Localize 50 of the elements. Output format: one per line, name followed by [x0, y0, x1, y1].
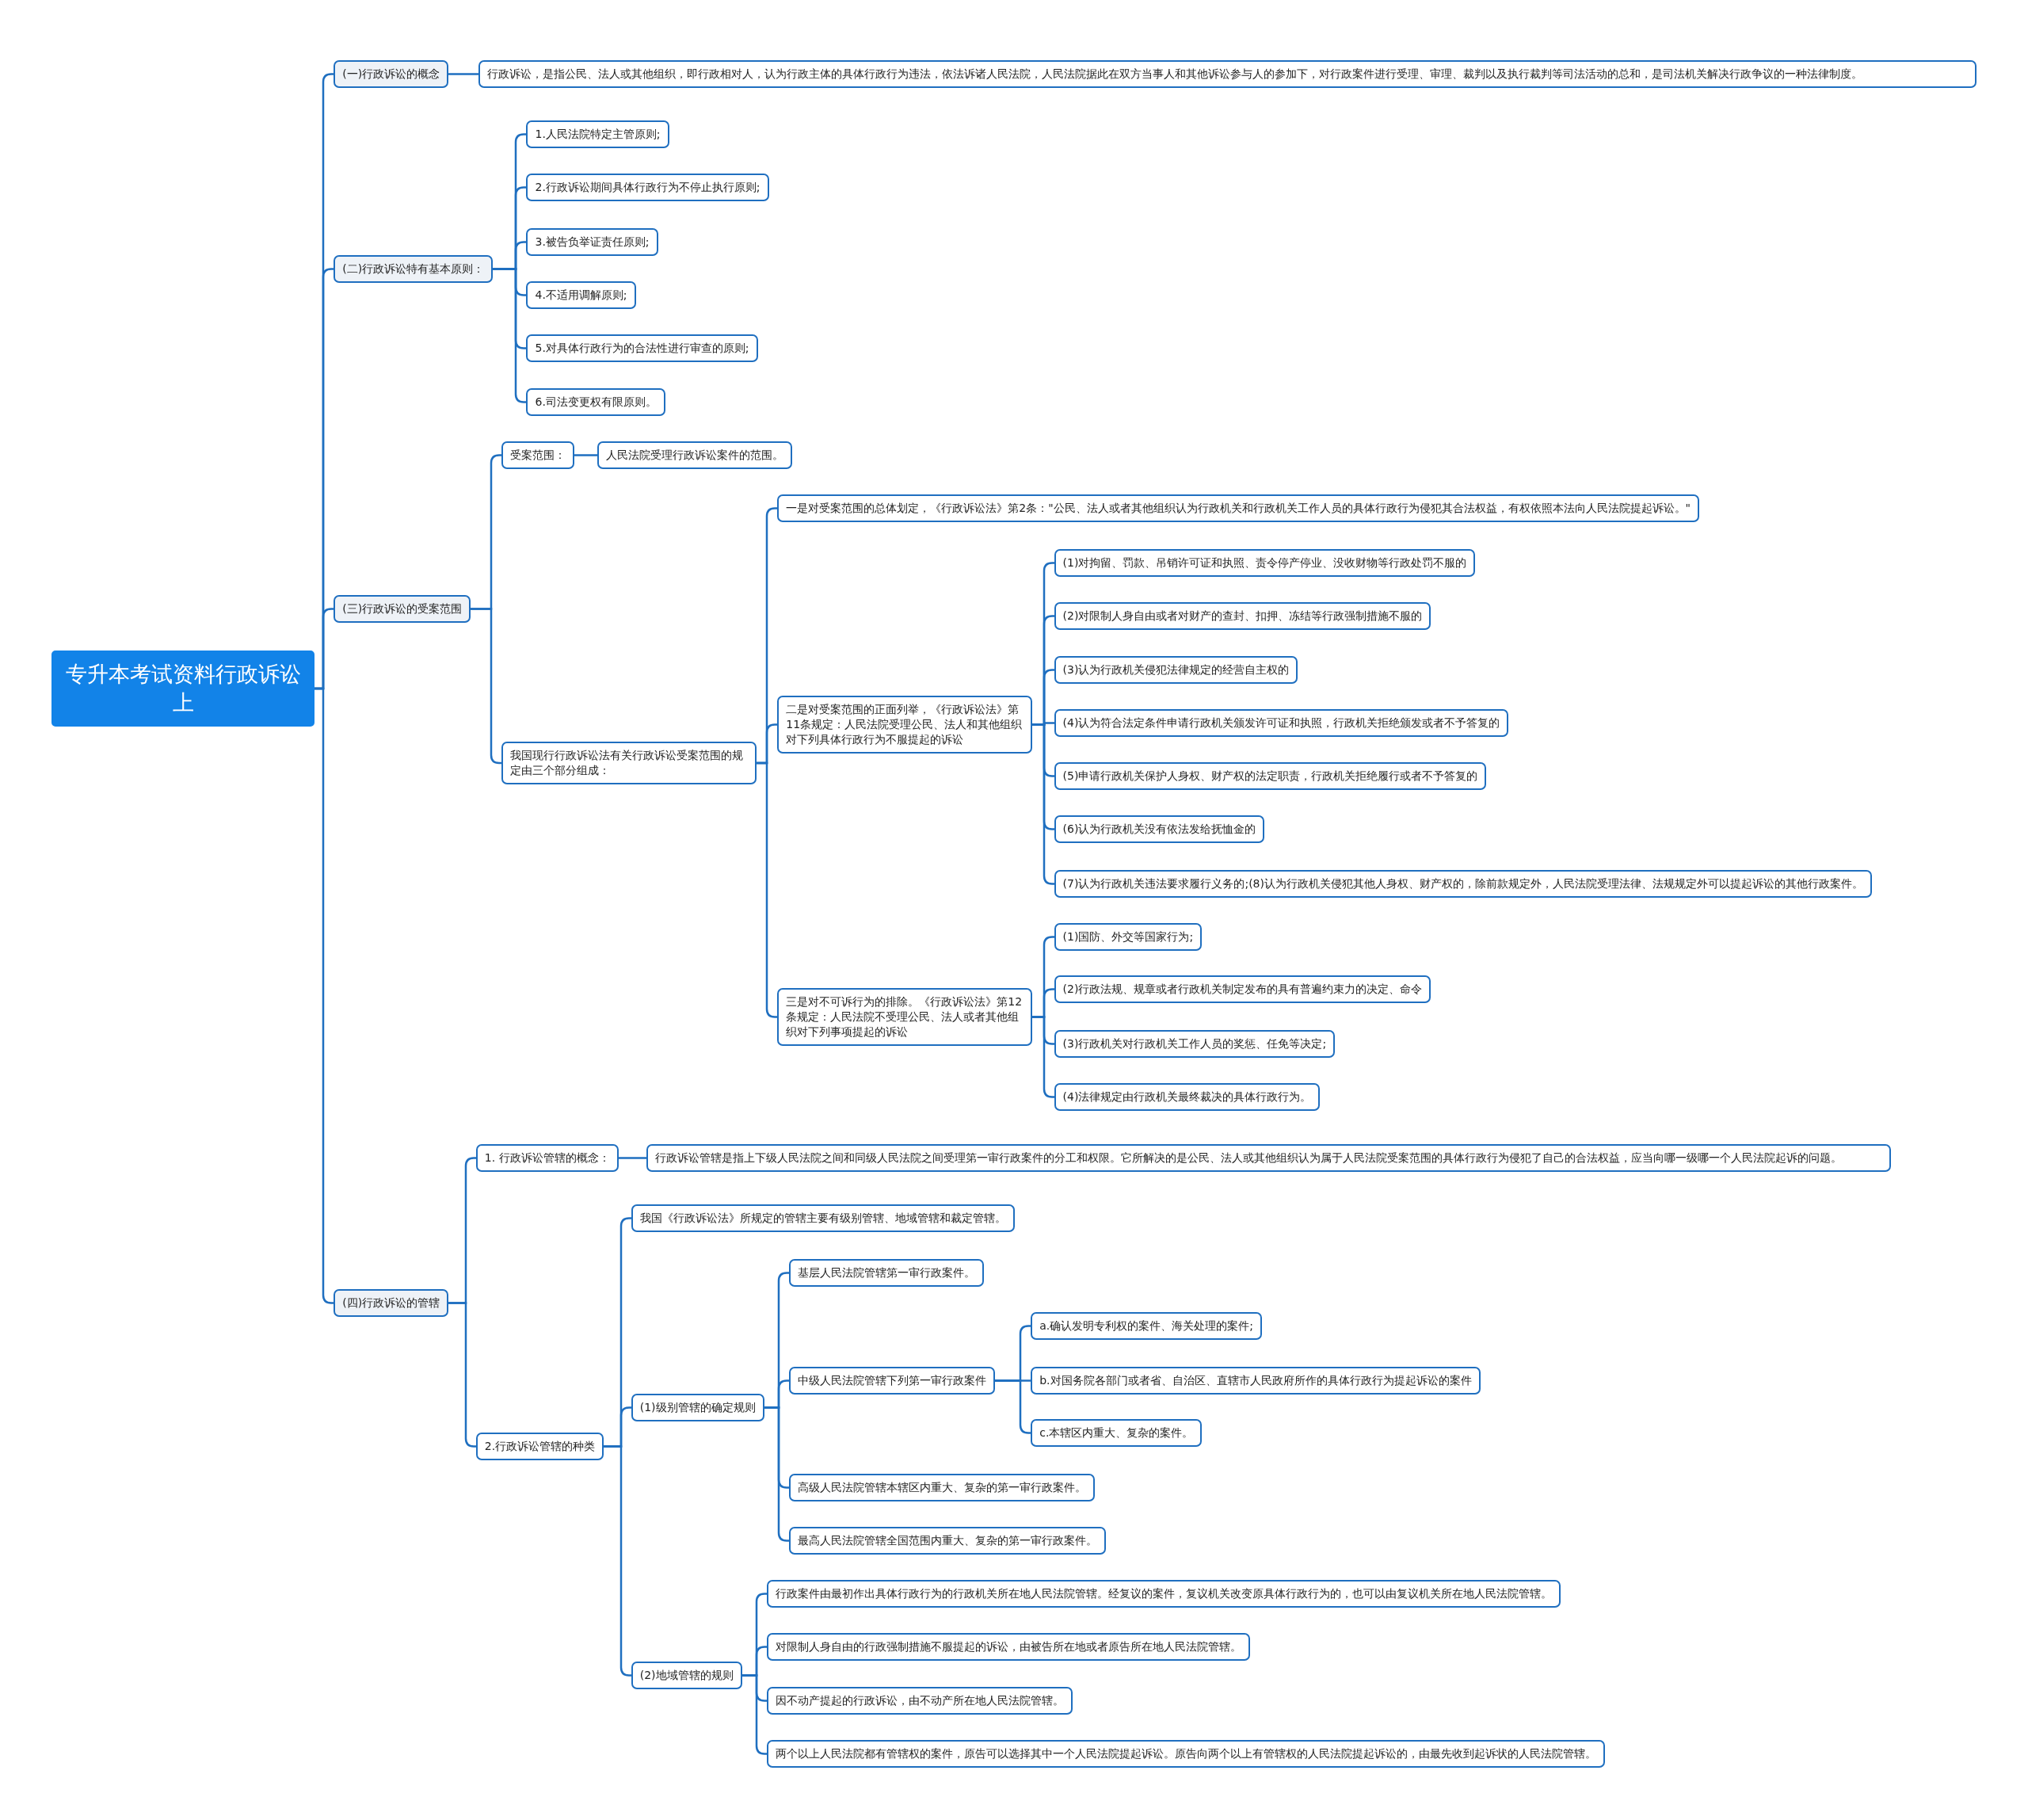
text-box: 行政案件由最初作出具体行政行为的行政机关所在地人民法院管辖。经复议的案件，复议机关改变原具体行政行为的，也可以由复议机关所在地人民法院管辖。 — [767, 1579, 1561, 1608]
text-box: 2.行政诉讼期间具体行政行为不停止执行原则; — [526, 174, 769, 202]
text-box: 中级人民法院管辖下列第一审行政案件 — [788, 1366, 995, 1395]
root-topic-box: 专升本考试资料行政诉讼上 — [51, 650, 314, 727]
text-box: 我国《行政诉讼法》所规定的管辖主要有级别管辖、地域管辖和裁定管辖。 — [631, 1204, 1015, 1233]
text-box: 行政诉讼管辖是指上下级人民法院之间和同级人民法院之间受理第一审行政案件的分工和权限。它所解决的是公民、法人或其他组织认为属于人民法院受案范围的具体行政行为侵犯了自己的合法权益，应当向哪一级哪一个人民法院起诉的问题。 — [646, 1143, 1891, 1172]
text-box: 两个以上人民法院都有管辖权的案件，原告可以选择其中一个人民法院提起诉讼。原告向两个以上有管辖权的人民法院提起诉讼的，由最先收到起诉状的人民法院管辖。 — [767, 1740, 1606, 1768]
text-box: 1.人民法院特定主管原则; — [526, 120, 669, 149]
text-box: (3)认为行政机关侵犯法律规定的经营自主权的 — [1054, 656, 1298, 685]
text-box: (4)法律规定由行政机关最终裁决的具体行政行为。 — [1054, 1083, 1321, 1111]
text-box: (1)对拘留、罚款、吊销许可证和执照、责令停产停业、没收财物等行政处罚不服的 — [1054, 548, 1476, 577]
text-box: 5.对具体行政行为的合法性进行审查的原则; — [526, 334, 758, 362]
text-box: 基层人民法院管辖第一审行政案件。 — [788, 1259, 984, 1287]
text-box: 2.行政诉讼管辖的种类 — [475, 1432, 604, 1460]
connector-line — [574, 454, 597, 456]
text-box: 行政诉讼，是指公民、法人或其他组织，即行政相对人，认为行政主体的具体行政行为违法，依法诉诸人民法院，人民法院据此在双方当事人和其他诉讼参与人的参加下，对行政案件进行受理、审理、裁判以及执行裁判等司法活动的总和，是司法机关解决行政争议的一种法律制度。 — [478, 59, 1977, 88]
text-box: (6)认为行政机关没有依法发给抚恤金的 — [1054, 815, 1265, 843]
text-box: b.对国务院各部门或者省、自治区、直辖市人民政府所作的具体行政行为提起诉讼的案件 — [1031, 1366, 1481, 1395]
text-box: 最高人民法院管辖全国范围内重大、复杂的第一审行政案件。 — [788, 1527, 1106, 1555]
text-box: (5)申请行政机关保护人身权、财产权的法定职责，行政机关拒绝履行或者不予答复的 — [1054, 762, 1487, 791]
connector-line — [314, 687, 334, 1304]
text-box: (2)地域管辖的规则 — [631, 1661, 742, 1689]
text-box: (7)认为行政机关违法要求履行义务的;(8)认为行政机关侵犯其他人身权、财产权的，除前款规定外，人民法院受理法律、法规规定外可以提起诉讼的其他行政案件。 — [1054, 869, 1872, 898]
topic-box: (四)行政诉讼的管辖 — [334, 1288, 449, 1317]
text-box: (4)认为符合法定条件申请行政机关颁发许可证和执照，行政机关拒绝颁发或者不予答复的 — [1054, 709, 1509, 738]
text-box: (3)行政机关对行政机关工作人员的奖惩、任免等决定; — [1054, 1030, 1336, 1059]
text-box: 一是对受案范围的总体划定，《行政诉讼法》第2条："公民、法人或者其他组织认为行政机关和行政机关工作人员的具体行政行为侵犯其合法权益，有权依照本法向人民法院提起诉讼。" — [777, 494, 1699, 523]
text-box: (1)国防、外交等国家行为; — [1054, 922, 1203, 951]
text-box: c.本辖区内重大、复杂的案件。 — [1031, 1419, 1203, 1448]
text-box: 人民法院受理行政诉讼案件的范围。 — [597, 441, 793, 470]
text-box: 对限制人身自由的行政强制措施不服提起的诉讼，由被告所在地或者原告所在地人民法院管辖。 — [767, 1632, 1251, 1661]
text-box: (2)对限制人身自由或者对财产的查封、扣押、冻结等行政强制措施不服的 — [1054, 601, 1431, 630]
topic-box: (三)行政诉讼的受案范围 — [334, 595, 471, 624]
text-box: (1)级别管辖的确定规则 — [631, 1393, 764, 1421]
topic-box: (二)行政诉讼特有基本原则： — [334, 255, 494, 284]
text-box: 4.不适用调解原则; — [526, 280, 636, 309]
connector-line — [448, 73, 478, 75]
text-box: 受案范围： — [501, 441, 575, 470]
text-box: a.确认发明专利权的案件、海关处理的案件; — [1031, 1311, 1262, 1340]
text-box: 3.被告负举证责任原则; — [526, 227, 658, 256]
text-box: (2)行政法规、规章或者行政机关制定发布的具有普遍约束力的决定、命令 — [1054, 975, 1431, 1004]
text-box: 二是对受案范围的正面列举，《行政诉讼法》第11条规定：人民法院受理公民、法人和其他组织对下列具体行政行为不服提起的诉讼 — [777, 695, 1032, 754]
text-box: 因不动产提起的行政诉讼，由不动产所在地人民法院管辖。 — [767, 1687, 1073, 1715]
text-box: 高级人民法院管辖本辖区内重大、复杂的第一审行政案件。 — [788, 1474, 1095, 1502]
text-box: 6.司法变更权有限原则。 — [526, 388, 665, 417]
connector-line — [619, 1157, 646, 1159]
text-box: 我国现行行政诉讼法有关行政诉讼受案范围的规定由三个部分组成： — [501, 742, 757, 785]
text-box: 1. 行政诉讼管辖的概念： — [475, 1143, 619, 1172]
text-box: 三是对不可诉行为的排除。《行政诉讼法》第12条规定：人民法院不受理公民、法人或者其他组织对下列事项提起的诉讼 — [777, 987, 1032, 1046]
topic-box: (一)行政诉讼的概念 — [334, 59, 449, 88]
